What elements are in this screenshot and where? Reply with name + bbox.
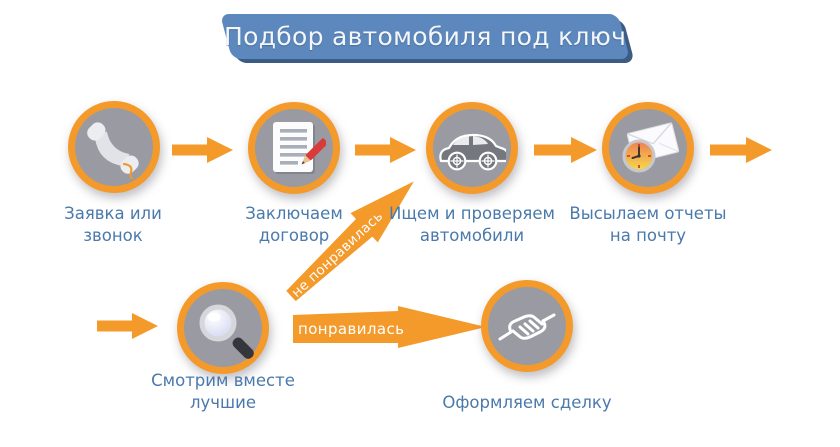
page-title: Подбор автомобиля под ключ: [223, 22, 627, 51]
phone-handset-icon: [87, 122, 139, 179]
title-banner-face: Подбор автомобиля под ключ: [219, 14, 631, 59]
step-email-reports-label: Высылаем отчеты на почту: [569, 204, 727, 245]
step-review-best-label: Смотрим вместе лучшие: [151, 371, 295, 412]
step-review-best-circle: [177, 282, 269, 374]
step-request-call-label: Заявка или звонок: [64, 204, 162, 245]
step-search-check-cars-circle: [426, 102, 518, 194]
step-close-deal-circle: [481, 280, 573, 372]
handshake-icon: [498, 313, 556, 341]
arrow-step2-step3: [355, 137, 416, 163]
envelope-clock-icon: [622, 122, 680, 173]
step-request-call-circle: [68, 101, 160, 193]
magnifier-icon: [199, 304, 254, 359]
title-banner: Подбор автомобиля под ключ: [219, 14, 635, 63]
step-sign-contract-label: Заключаем договор: [245, 204, 343, 245]
step-sign-contract-circle: [248, 102, 340, 194]
step-close-deal-label: Оформляем сделку: [442, 393, 612, 412]
liked-branch-label: понравилась: [298, 320, 405, 338]
arrow-step4-next-row: [710, 137, 772, 163]
step-search-check-cars-label: Ищем и проверяем автомобили: [389, 204, 555, 245]
step-email-reports-circle: [602, 102, 694, 194]
arrow-step1-step2: [172, 137, 233, 163]
car-icon: [439, 133, 506, 171]
document-pencil-icon: [273, 122, 326, 174]
arrow-into-step5: [97, 313, 158, 339]
arrow-step3-step4: [534, 137, 597, 163]
